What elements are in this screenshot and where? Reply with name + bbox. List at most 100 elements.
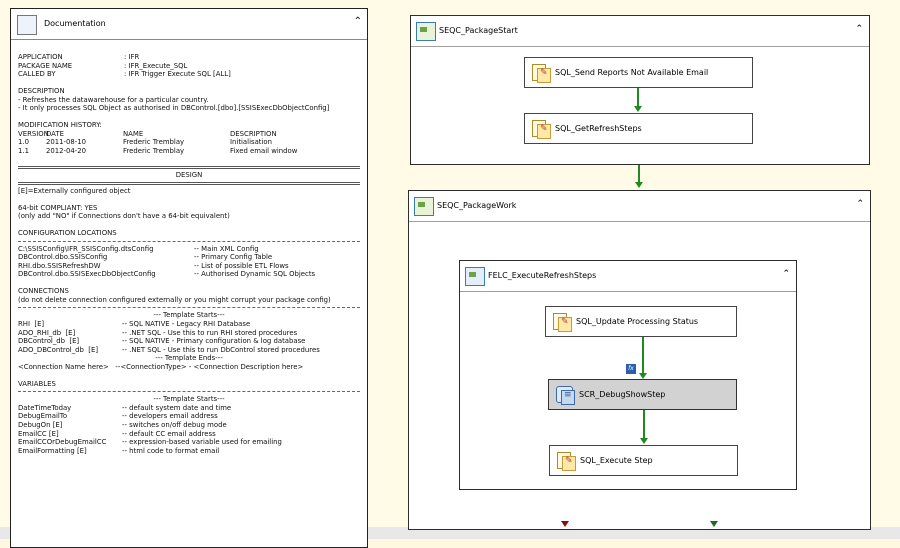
kv-row: RHI [E]-- SQL NATIVE - Legacy RHI Databa… [18,320,360,329]
precedence-constraint[interactable] [638,165,640,182]
expression-fx-icon: fx [626,364,636,374]
row-key: EmailCCOrDebugEmailCC [18,438,107,447]
task-execute-step[interactable]: SQL_Execute Step [549,445,738,476]
kv-row: ADO_DBControl_db [E]-- .NET SQL - Use th… [18,346,360,355]
kv-row: CALLED BY: IFR Trigger Execute SQL [ALL] [18,70,360,79]
divider [18,240,360,242]
collapse-icon[interactable]: ⌃ [353,16,362,27]
container-header: SEQC_PackageStart ⌃ [411,16,869,47]
description-line: - Refreshes the datawarehouse for a part… [18,95,209,104]
row-key: RHI [E] [18,320,45,329]
task-label: SQL_Execute Step [580,456,653,465]
row-key: EmailCC [E] [18,429,59,438]
mod-cell: Frederic Tremblay [123,138,185,147]
kv-row: APPLICATION: IFR [18,53,360,62]
divider [18,181,360,185]
kv-row: RHI.dbo.SSISRefreshDW -- List of possible… [18,262,360,271]
precedence-constraint[interactable] [642,337,644,373]
row-key: DBControl.dbo.SSISConfig [18,253,108,262]
container-header: SEQC_PackageWork ⌃ [409,191,870,222]
divider [18,307,360,309]
kv-row: DBControl_db [E] -- SQL NATIVE - Primary … [18,337,360,346]
kv-row: ADO_RHI_db [E]-- .NET SQL - Use this to … [18,329,360,338]
task-get-refresh-steps[interactable]: SQL_GetRefreshSteps [524,113,753,144]
collapse-icon[interactable]: ⌃ [782,269,790,279]
row-value: -- default system date and time [122,403,232,412]
divider [18,165,360,169]
compliant-note: (only add "NO" if Connections don't have… [18,212,230,221]
row-key: ADO_DBControl_db [E] [18,345,99,354]
kv-row: EmailFormatting [E]-- html code to forma… [18,447,360,456]
row-value: -- SQL NATIVE - Primary configuration & … [122,337,306,346]
sequence-container-icon [416,22,436,41]
success-constraint-marker[interactable] [710,521,718,527]
description-title: DESCRIPTION [18,87,65,96]
container-title: FELC_ExecuteRefreshSteps [488,271,597,280]
script-task-icon [555,385,575,405]
config-title: CONFIGURATION LOCATIONS [18,229,117,238]
precedence-constraint[interactable] [637,88,639,106]
row-value: -- switches on/off debug mode [122,421,227,429]
row-key: DateTimeToday [18,403,72,412]
template-starts: --- Template Starts--- [153,395,225,404]
failure-constraint-marker[interactable] [561,521,569,527]
mod-cell: VERSION [18,129,49,138]
execute-sql-task-icon [531,119,551,139]
description-line: - It only processes SQL Object as author… [18,104,330,113]
kv-row: DateTimeToday -- default system date and … [18,404,360,413]
template-ends: --- Template Ends--- [155,354,223,363]
task-label: SQL_GetRefreshSteps [555,124,642,133]
mod-cell: Initialisation [230,138,272,147]
row-value: -- html code to format email [122,446,220,455]
execute-sql-task-icon [552,312,572,332]
mod-cell: NAME [123,129,144,138]
execute-sql-task-icon [556,451,576,471]
mod-cell: 2012-04-20 [46,146,87,155]
container-title: SEQC_PackageStart [439,26,518,35]
kv-row: DBControl.dbo.SSISExecDbObjectConfig -- A… [18,270,360,279]
variables-title: VARIABLES [18,379,56,388]
row-value: -- List of possible ETL Flows [194,261,289,270]
compliant-line: 64-bit COMPLIANT: YES [18,203,98,212]
row-key: CALLED BY [18,70,56,79]
row-key: RHI.dbo.SSISRefreshDW [18,261,101,270]
row-key: C:\SSISConfig\IFR_SSISConfig.dtsConfig [18,244,154,253]
kv-row: EmailCCOrDebugEmailCC -- expression-based… [18,438,360,447]
arrow-head-icon [639,373,647,379]
precedence-constraint[interactable] [643,410,645,438]
kv-row: DebugEmailTo-- developers email address [18,412,360,421]
task-debug-show-step[interactable]: SCR_DebugShowStep [548,379,737,410]
row-key: DBControl_db [E] [18,337,80,346]
documentation-header: Documentation ⌃ [11,9,367,40]
arrow-head-icon [635,182,643,188]
collapse-icon[interactable]: ⌃ [855,24,863,34]
container-header: FELC_ExecuteRefreshSteps ⌃ [460,261,796,292]
collapse-icon[interactable]: ⌃ [856,199,864,209]
mod-cell: Fixed email window [230,146,298,155]
row-value: -- default CC email address [122,429,216,438]
task-label: SQL_Update Processing Status [576,317,699,326]
row-key: DBControl.dbo.SSISExecDbObjectConfig [18,270,156,279]
row-key: DebugEmailTo [18,412,68,421]
row-value: -- Authorised Dynamic SQL Objects [194,270,316,279]
kv-row: DebugOn [E]-- switches on/off debug mode [18,421,360,430]
design-title: DESIGN [175,170,203,179]
kv-row: DBControl.dbo.SSISConfig -- Primary Confi… [18,253,360,262]
kv-row: PACKAGE NAME: IFR_Execute_SQL [18,62,360,71]
task-update-status[interactable]: SQL_Update Processing Status [545,306,737,337]
row-value: -- .NET SQL - Use this to run RHI stored… [122,328,298,337]
connection-template: <Connection Name here> --<ConnectionType… [18,362,304,371]
annotation-icon [17,15,37,35]
task-label: SQL_Send Reports Not Available Email [555,68,709,77]
row-value: -- expression-based variable used for em… [122,438,282,447]
documentation-title: Documentation [44,19,106,28]
task-send-reports[interactable]: SQL_Send Reports Not Available Email [524,57,753,88]
row-value: -- Primary Config Table [194,253,273,262]
mod-cell: 2011-08-10 [46,138,87,147]
kv-row: EmailCC [E] -- default CC email address [18,430,360,439]
sequence-container-icon [414,197,434,216]
